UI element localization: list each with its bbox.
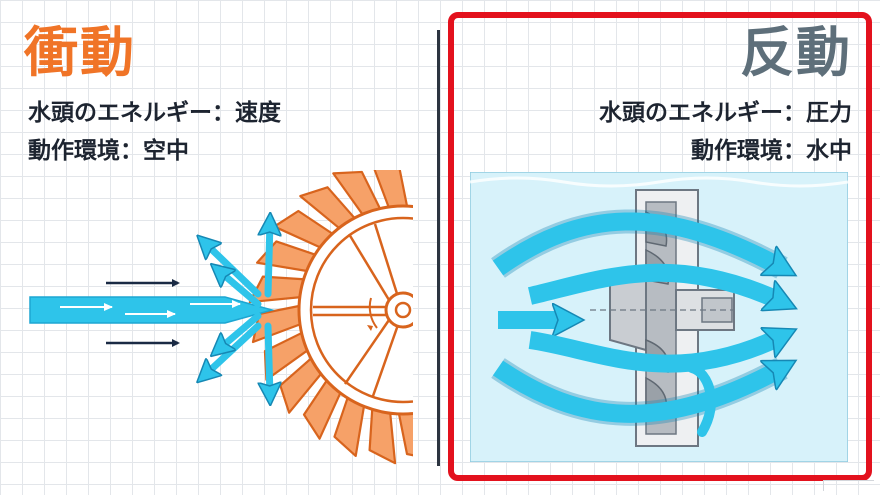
water-jet — [29, 296, 275, 324]
inflow-arrows — [106, 279, 180, 347]
reaction-highlight-frame — [448, 12, 872, 481]
water-wheel — [248, 170, 413, 465]
impulse-water-wheel-icon — [29, 170, 413, 465]
center-divider — [437, 30, 440, 466]
corner-marker — [823, 480, 874, 491]
flow-arrows — [492, 212, 782, 423]
impulse-environment-line: 動作環境：空中 — [28, 138, 189, 164]
deflection-arrows — [204, 222, 270, 396]
reaction-energy-line: 水頭のエネルギー：圧力 — [599, 100, 852, 126]
reaction-title: 反動 — [740, 21, 852, 84]
reaction-environment-line: 動作環境：水中 — [691, 138, 852, 164]
reaction-turbine-icon — [470, 172, 848, 462]
impulse-title: 衝動 — [24, 21, 136, 84]
impulse-energy-line: 水頭のエネルギー：速度 — [28, 100, 281, 126]
